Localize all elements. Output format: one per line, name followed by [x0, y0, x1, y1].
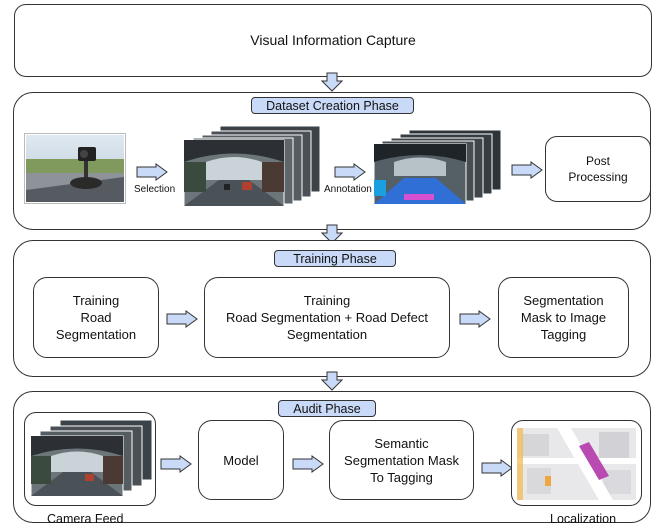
camera-feed-caption: Camera Feed: [47, 512, 124, 526]
post-processing-label: Post Processing: [568, 154, 628, 184]
training-road-defect-segmentation-label: Training Road Segmentation + Road Defect…: [226, 293, 428, 342]
right-arrow-icon: [136, 163, 168, 181]
annotation-caption: Annotation: [324, 184, 372, 195]
model-label: Model: [223, 452, 259, 468]
right-arrow-icon: [481, 459, 513, 477]
model-box: Model: [198, 420, 284, 500]
right-arrow-icon: [166, 310, 198, 328]
right-arrow-icon: [459, 310, 491, 328]
post-processing-box: Post Processing: [545, 136, 651, 202]
localization-map: [517, 428, 636, 500]
training-road-defect-segmentation-box: Training Road Segmentation + Road Defect…: [204, 277, 450, 358]
camera-feed-image-stack: [30, 420, 154, 500]
training-phase-label: Training Phase: [274, 250, 396, 267]
segmentation-mask-to-image-tagging-label: Segmentation Mask to Image Tagging: [520, 293, 607, 342]
down-arrow-icon: [321, 72, 343, 92]
annotated-image-stack: [373, 130, 503, 206]
visual-information-capture-box: Visual Information Capture: [14, 4, 652, 77]
right-arrow-icon: [160, 455, 192, 473]
down-arrow-icon: [321, 371, 343, 391]
right-arrow-icon: [511, 161, 543, 179]
dataset-creation-phase-label: Dataset Creation Phase: [251, 97, 414, 114]
training-road-segmentation-label: Training Road Segmentation: [55, 293, 137, 342]
visual-information-capture-label: Visual Information Capture: [250, 32, 416, 48]
right-arrow-icon: [334, 163, 366, 181]
selection-caption: Selection: [134, 184, 176, 195]
semantic-segmentation-tagging-label: Semantic Segmentation Mask To Tagging: [344, 435, 459, 485]
semantic-segmentation-tagging-box: Semantic Segmentation Mask To Tagging: [329, 420, 474, 500]
down-arrow-icon: [321, 224, 343, 244]
localization-caption: Localization: [550, 512, 617, 526]
right-arrow-icon: [292, 455, 324, 473]
dashcam-photo: [25, 134, 125, 203]
segmentation-mask-to-image-tagging-box: Segmentation Mask to Image Tagging: [498, 277, 629, 358]
audit-phase-label: Audit Phase: [278, 400, 376, 417]
training-road-segmentation-box: Training Road Segmentation: [33, 277, 159, 358]
selected-image-stack: [182, 126, 322, 206]
